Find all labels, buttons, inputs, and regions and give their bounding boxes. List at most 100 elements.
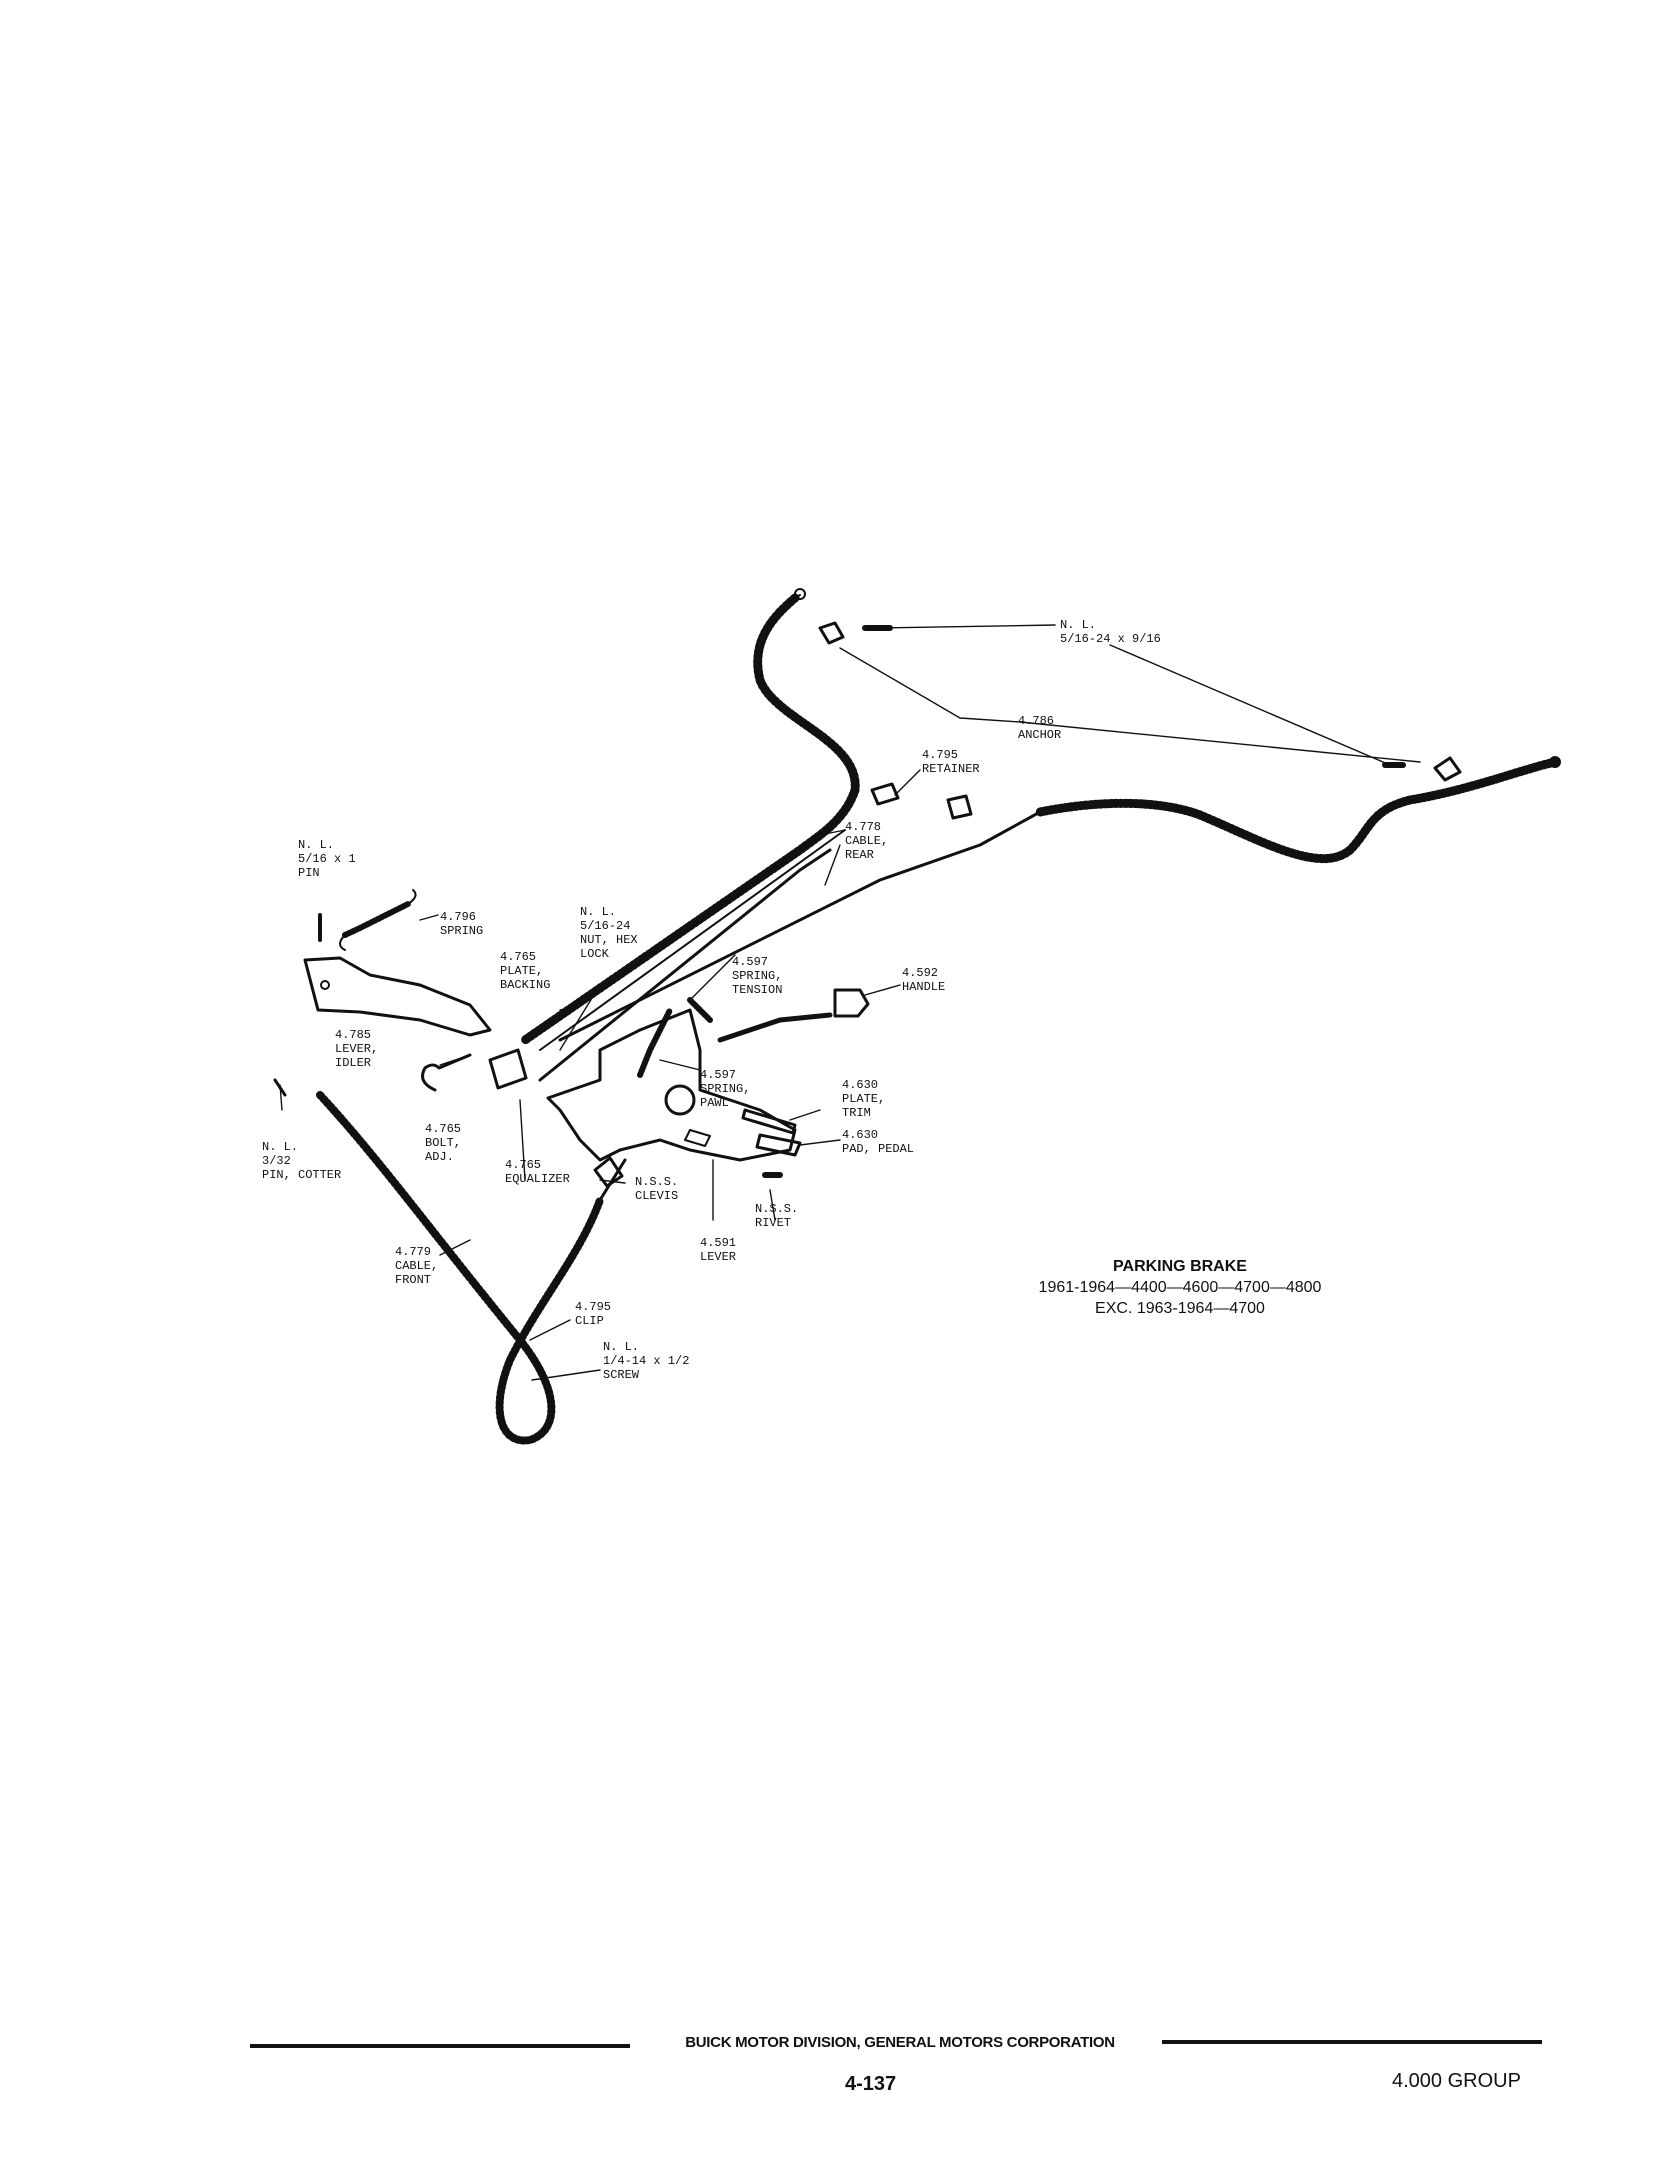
label-line: CABLE,	[395, 1259, 439, 1273]
label-spring: 4.796 SPRING	[440, 910, 483, 938]
anchor-upper	[818, 621, 845, 645]
label-pin-cotter: N. L. 3/32 PIN, COTTER	[262, 1140, 341, 1182]
diagram-caption: PARKING BRAKE 1961-1964—4400—4600—4700—4…	[1000, 1256, 1360, 1319]
label-line: 4.786	[1018, 714, 1055, 728]
label-line: 4.592	[902, 966, 939, 980]
retainer-1	[870, 782, 900, 806]
label-line: TENSION	[732, 983, 783, 997]
label-line: HANDLE	[902, 980, 946, 994]
label-rivet: N.S.S. RIVET	[755, 1202, 798, 1230]
release-handle	[833, 988, 870, 1018]
label-line: 4.597	[732, 955, 769, 969]
label-line: LOCK	[580, 947, 609, 961]
label-line: PLATE,	[500, 964, 544, 978]
trim-plate	[741, 1108, 797, 1135]
label-line: N. L.	[262, 1140, 299, 1154]
label-line: PLATE,	[842, 1092, 886, 1106]
label-line: CLEVIS	[635, 1189, 679, 1203]
label-line: 4.765	[425, 1122, 462, 1136]
label-nl-pin: N. L. 5/16 x 1 PIN	[298, 838, 356, 880]
label-line: RETAINER	[922, 762, 980, 776]
label-nut-hex-lock: N. L. 5/16-24 NUT, HEX LOCK	[580, 905, 638, 961]
label-plate-trim: 4.630 PLATE, TRIM	[842, 1078, 885, 1120]
label-line: 4.795	[575, 1300, 612, 1314]
footer-company: BUICK MOTOR DIVISION, GENERAL MOTORS COR…	[685, 2034, 1115, 2051]
release-rod	[717, 1012, 833, 1043]
label-line: N. L.	[580, 905, 617, 919]
caption-exception: EXC. 1963-1964—4700	[1095, 1300, 1265, 1317]
tension-spring	[687, 997, 713, 1023]
label-line: 4.785	[335, 1028, 372, 1042]
rear-cable-right	[1035, 757, 1560, 863]
label-line: BOLT,	[425, 1136, 462, 1150]
label-lever: 4.591 LEVER	[700, 1236, 736, 1264]
label-line: 5/16-24 x 9/16	[1060, 632, 1161, 646]
footer-group: 4.000 GROUP	[1392, 2070, 1521, 2092]
label-spring-tension: 4.597 SPRING, TENSION	[732, 955, 782, 997]
label-nl-bolt: N. L. 5/16-24 x 9/16	[1060, 618, 1161, 646]
label-clip: 4.795 CLIP	[575, 1300, 611, 1328]
label-anchor: 4.786 ANCHOR	[1018, 714, 1061, 742]
label-line: ADJ.	[425, 1150, 454, 1164]
footer-page-number: 4-137	[845, 2073, 897, 2095]
label-line: 4.765	[505, 1158, 542, 1172]
pedal-pad	[755, 1133, 802, 1157]
label-line: CLIP	[575, 1314, 604, 1328]
pawl-spring	[637, 1007, 673, 1078]
label-clevis: N.S.S. CLEVIS	[635, 1175, 678, 1203]
label-line: SCREW	[603, 1368, 640, 1382]
adjusting-bolt	[421, 1053, 472, 1092]
label-line: ANCHOR	[1018, 728, 1062, 742]
front-cable	[316, 1091, 604, 1445]
label-handle: 4.592 HANDLE	[902, 966, 945, 994]
label-bolt-adj: 4.765 BOLT, ADJ.	[425, 1122, 461, 1164]
label-equalizer: 4.765 EQUALIZER	[505, 1158, 570, 1186]
footer-rule-right	[1162, 2040, 1542, 2044]
label-cable-front: 4.779 CABLE, FRONT	[395, 1245, 438, 1287]
label-spring-pawl: 4.597 SPRING, PAWL	[700, 1068, 750, 1110]
label-line: SPRING,	[732, 969, 783, 983]
label-line: 1/4-14 x 1/2	[603, 1354, 690, 1368]
idler-spring	[342, 901, 411, 938]
footer-rule-left	[250, 2044, 630, 2048]
label-line: 5/16-24	[580, 919, 631, 933]
rear-cable-left	[520, 593, 860, 1045]
label-screw: N. L. 1/4-14 x 1/2 SCREW	[603, 1340, 689, 1382]
label-plate-backing: 4.765 PLATE, BACKING	[500, 950, 550, 992]
label-line: RIVET	[755, 1216, 792, 1230]
label-line: EQUALIZER	[505, 1172, 570, 1186]
label-line: N.S.S.	[635, 1175, 679, 1189]
anchor-lower	[1433, 756, 1462, 782]
label-line: 4.796	[440, 910, 477, 924]
label-line: LEVER	[700, 1250, 737, 1264]
label-line: NUT, HEX	[580, 933, 638, 947]
label-line: CABLE,	[845, 834, 889, 848]
label-line: N.S.S.	[755, 1202, 799, 1216]
caption-models: 1961-1964—4400—4600—4700—4800	[1038, 1279, 1322, 1296]
idler-lever	[303, 956, 492, 1037]
label-line: IDLER	[335, 1056, 372, 1070]
label-line: FRONT	[395, 1273, 432, 1287]
label-line: N. L.	[298, 838, 335, 852]
label-line: TRIM	[842, 1106, 871, 1120]
label-line: REAR	[845, 848, 874, 862]
retainer-2	[946, 794, 973, 820]
label-line: BACKING	[500, 978, 551, 992]
label-line: 4.597	[700, 1068, 737, 1082]
label-line: 5/16 x 1	[298, 852, 356, 866]
label-line: PAWL	[700, 1096, 729, 1110]
label-line: 4.591	[700, 1236, 737, 1250]
label-line: 4.795	[922, 748, 959, 762]
label-line: 4.765	[500, 950, 537, 964]
label-line: LEVER,	[335, 1042, 379, 1056]
label-line: 4.630	[842, 1078, 879, 1092]
caption-title: PARKING BRAKE	[1113, 1258, 1247, 1275]
label-line: 4.630	[842, 1128, 879, 1142]
label-line: N. L.	[1060, 618, 1097, 632]
label-line: PIN, COTTER	[262, 1168, 342, 1182]
label-cable-rear: 4.778 CABLE, REAR	[845, 820, 888, 862]
label-line: PAD, PEDAL	[842, 1142, 915, 1156]
label-line: PIN	[298, 866, 320, 880]
label-line: 4.779	[395, 1245, 432, 1259]
